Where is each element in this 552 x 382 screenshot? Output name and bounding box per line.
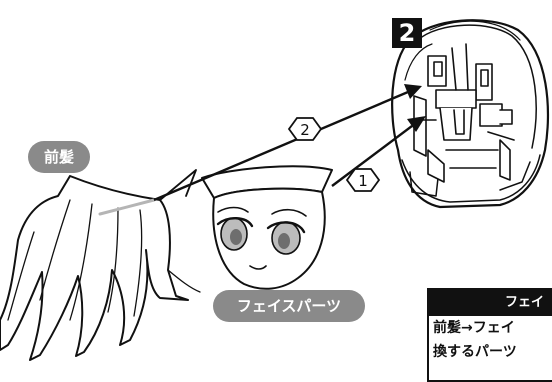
head-shell <box>391 19 550 209</box>
info-panel-line: 換するパーツ <box>433 344 517 360</box>
face-outline <box>212 187 326 290</box>
assembly-diagram: 2 1 <box>0 19 550 361</box>
front-bangs-part <box>0 169 201 361</box>
bangs-peg <box>98 198 156 216</box>
head-shell-ridge <box>404 43 433 81</box>
assembly-arrow-2 <box>153 84 422 202</box>
bangs-tuft <box>167 269 201 293</box>
socket-block <box>480 69 489 87</box>
callout-number: 2 <box>300 121 310 139</box>
head-shell-rim <box>401 154 541 203</box>
face-eyelid <box>216 217 254 228</box>
bangs-outline <box>0 175 189 361</box>
bangs-strand <box>133 209 143 317</box>
head-shell-rim <box>409 171 439 197</box>
socket-peg <box>435 89 477 109</box>
socket-block <box>433 61 443 77</box>
head-shell-ridge <box>417 24 537 149</box>
socket-peg <box>499 139 511 181</box>
assembly-arrow-1 <box>331 116 426 187</box>
face-eye-pupil <box>230 229 242 245</box>
callout-shape <box>287 117 323 141</box>
head-shell-ridge <box>429 20 521 41</box>
callout-badge-2: 2 <box>287 117 323 141</box>
face-eyelid <box>266 221 306 234</box>
face-eye <box>266 221 306 255</box>
face-brow <box>217 206 249 213</box>
socket-peg <box>427 149 445 183</box>
info-panel-header: フェイ <box>429 290 552 316</box>
socket-line <box>419 43 515 141</box>
face-parts-label: フェイスパーツ <box>213 290 365 322</box>
info-panel-line: 前髪→フェイ <box>433 320 515 336</box>
face-mouth <box>249 265 267 270</box>
socket-peg <box>453 109 465 135</box>
socket-line <box>445 149 499 169</box>
callout-shape <box>345 168 381 192</box>
callout-badge-1: 1 <box>345 168 381 192</box>
socket-peg <box>499 109 513 125</box>
socket-peg <box>413 95 427 157</box>
bangs-strand <box>7 231 35 321</box>
bangs-strand <box>107 207 119 313</box>
face-eye <box>216 217 254 251</box>
bangs-strand <box>39 199 71 301</box>
arrow-head <box>404 84 422 99</box>
bangs-strand <box>69 203 93 321</box>
front-bangs-label: 前髪 <box>28 141 90 173</box>
callout-number: 1 <box>358 172 368 190</box>
face-eye-pupil <box>278 233 290 249</box>
arrow-line <box>331 125 413 187</box>
socket-block <box>479 103 503 127</box>
arrow-head <box>407 116 426 132</box>
face-part <box>201 165 333 290</box>
head-inner-mechanism <box>413 43 515 183</box>
face-brow <box>271 208 307 217</box>
step-number-badge: 2 <box>392 18 422 48</box>
head-shell-rim <box>499 161 531 191</box>
arrow-line <box>153 90 409 202</box>
info-panel: フェイ 前髪→フェイ 換するパーツ <box>427 288 552 382</box>
